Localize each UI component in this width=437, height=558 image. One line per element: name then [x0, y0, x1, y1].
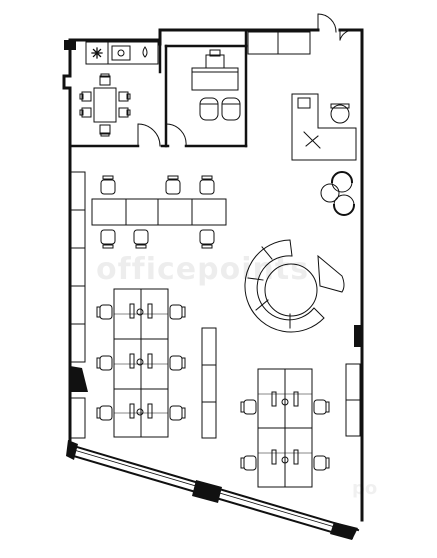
kitchen-table [79, 73, 131, 137]
private-office [164, 28, 248, 148]
exterior-walls [62, 28, 364, 522]
reception-desk [291, 93, 357, 161]
storage-cabinet-right [345, 363, 361, 437]
kitchen-door [137, 123, 161, 147]
columns [64, 40, 362, 392]
workstations-right [240, 368, 330, 488]
workstations-left [96, 288, 186, 438]
curved-desk [244, 239, 345, 333]
lounge-chairs [320, 171, 356, 216]
glazing-wall [66, 440, 360, 540]
storage-cabinets-top [247, 31, 311, 55]
drop-icon [142, 46, 148, 58]
kitchen-counter [85, 41, 159, 65]
bench-chairs [100, 175, 215, 249]
entrance-door [317, 13, 355, 41]
storage-cabinets-left [70, 171, 86, 439]
storage-cabinet-mid [201, 327, 217, 439]
office-desk [191, 49, 241, 121]
bench-desk [91, 198, 227, 226]
fan-icon [91, 47, 103, 59]
office-door [165, 123, 187, 147]
